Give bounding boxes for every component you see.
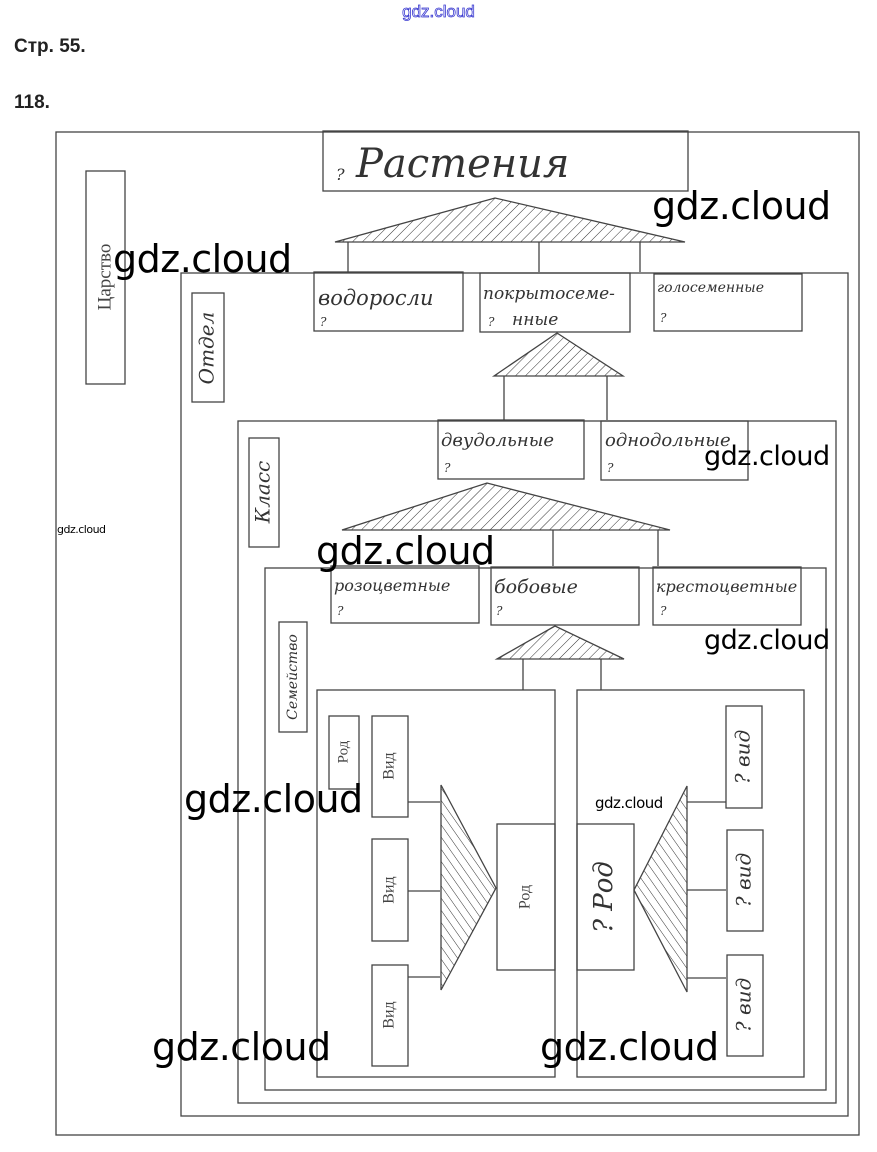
watermark: gdz.cloud (316, 529, 495, 573)
family-branch-triangle (341, 482, 671, 531)
species-right-3: ? вид (732, 978, 756, 1032)
class-q-1: ? (444, 461, 451, 475)
genus-right-triangle (633, 785, 688, 993)
division-item-2-line-2: нные (512, 310, 558, 330)
watermark: gdz.cloud (152, 1025, 331, 1069)
watermark: gdz.cloud (113, 237, 292, 281)
kingdom-label: Царство (94, 244, 115, 311)
species-box-right-2 (726, 829, 764, 932)
kingdom-frame (55, 131, 860, 1136)
watermark: gdz.cloud (184, 777, 363, 821)
species-right-2: ? вид (732, 853, 756, 907)
species-box-right-1 (725, 705, 763, 809)
task-number: 118. (14, 92, 50, 113)
genus-branch-triangle (494, 625, 625, 660)
division-item-2-line-1: покрытосеме- (483, 284, 615, 304)
watermark: gdz.cloud (652, 184, 831, 228)
class-item-2: однодольные (605, 430, 731, 451)
watermark: gdz.cloud (704, 625, 830, 656)
species-box-left-1 (371, 715, 409, 818)
family-item-1: розоцветные (334, 576, 450, 595)
class-box-2 (600, 420, 749, 481)
species-left-3: Вид (381, 1001, 398, 1028)
watermark: gdz.cloud (540, 1025, 719, 1069)
species-left-2: Вид (381, 876, 398, 903)
division-box-1 (313, 271, 464, 332)
watermark: gdz.cloud (704, 441, 830, 472)
division-q-2: ? (488, 315, 495, 329)
legend-genus-label: Род (335, 740, 351, 763)
division-label-box (191, 292, 225, 403)
species-box-right-3 (726, 954, 764, 1057)
family-q-3: ? (660, 604, 667, 618)
kingdom-label-box (85, 170, 126, 385)
genus-left-triangle (440, 784, 497, 991)
division-q-1: ? (320, 315, 327, 329)
family-q-2: ? (496, 604, 503, 618)
watermark: gdz.cloud (57, 523, 106, 536)
family-q-1: ? (337, 604, 344, 618)
kingdom-answer-box (322, 130, 689, 192)
species-left-1: Вид (381, 752, 398, 779)
genus-box-left (496, 823, 556, 971)
class-label-box (248, 437, 280, 548)
species-right-1: ? вид (731, 730, 755, 784)
family-box-1 (330, 565, 480, 624)
class-branch-triangle (491, 332, 626, 377)
family-label: Семейство (285, 634, 301, 720)
family-frame (264, 567, 827, 1091)
class-q-2: ? (607, 461, 614, 475)
class-frame (237, 420, 837, 1104)
family-box-3 (652, 566, 802, 626)
class-label: Класс (251, 461, 275, 525)
kingdom-answer: Растения (355, 141, 569, 187)
genus-panel-left (316, 689, 556, 1078)
genus-box-right (576, 823, 635, 971)
division-box-2 (479, 272, 631, 333)
genus-left-label: Род (517, 885, 534, 909)
species-box-left-2 (371, 838, 409, 942)
division-branch-triangle (334, 197, 686, 243)
family-item-2: бобовые (494, 576, 578, 598)
watermark: gdz.cloud (595, 794, 663, 812)
division-item-3: голосеменные (657, 280, 764, 296)
family-label-box (278, 621, 308, 733)
division-item-1: водоросли (318, 286, 434, 310)
division-label: Отдел (195, 312, 219, 385)
division-box-3 (653, 273, 803, 332)
kingdom-question-mark: ? (336, 165, 345, 184)
class-box-1 (437, 419, 585, 480)
family-box-2 (490, 566, 640, 626)
header-watermark: gdz.cloud (402, 2, 476, 22)
class-item-1: двудольные (441, 430, 554, 451)
legend-genus-box (328, 715, 360, 790)
species-box-left-3 (371, 964, 409, 1067)
page-number: Стр. 55. (14, 36, 86, 57)
division-q-3: ? (660, 311, 667, 325)
genus-right-label: ? Род (589, 861, 619, 933)
family-item-3: крестоцветные (656, 577, 797, 596)
